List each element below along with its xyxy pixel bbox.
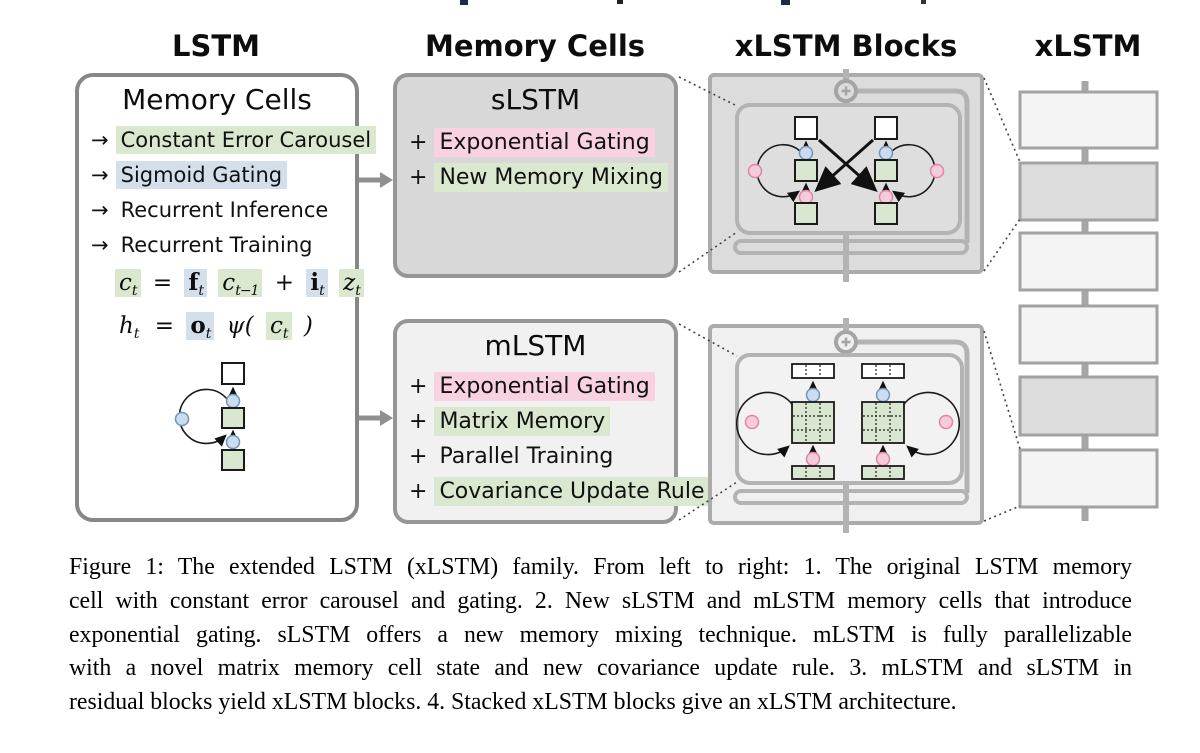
input-square: [794, 202, 818, 225]
input-vector: [791, 465, 835, 480]
input-vector: [861, 465, 905, 480]
caption-line: cell with constant error carousel and ga…: [69, 587, 1132, 614]
memory-mixing-arrow: [814, 138, 874, 192]
stack-block-slstm: [1018, 161, 1159, 222]
list-item: +New Memory Mixing: [409, 163, 674, 192]
gate-circle-pink: [805, 451, 821, 467]
cropped-text-remnant: [617, 0, 623, 4]
column-header-memory-cells: Memory Cells: [424, 29, 646, 63]
stack-block-mlstm: [1018, 304, 1159, 365]
output-square: [794, 116, 818, 140]
residual-loop-path: [733, 489, 969, 505]
matrix-memory-cell: [791, 401, 835, 444]
list-item: +Exponential Gating: [409, 128, 674, 157]
output-square: [874, 116, 898, 140]
plus-circle-icon: [834, 79, 858, 103]
plus-icon: +: [409, 130, 428, 155]
plus-icon: +: [409, 409, 428, 434]
gate-circle-pink: [747, 163, 763, 179]
arrow-right-icon: →: [91, 163, 109, 187]
mlstm-xlstm-block-diagram: [708, 318, 984, 533]
mlstm-cell-frame: [735, 353, 964, 485]
gate-circle-pink: [744, 414, 760, 430]
dotted-connectors: [678, 76, 1021, 522]
cropped-text-remnant: [781, 0, 790, 5]
gate-circle-blue: [878, 145, 894, 161]
gate-circle-pink: [875, 451, 891, 467]
slstm-panel: sLSTM +Exponential Gating +New Memory Mi…: [393, 73, 678, 278]
list-item: +Exponential Gating: [409, 372, 674, 401]
lstm-panel-title: Memory Cells: [122, 83, 312, 116]
plus-icon: +: [409, 479, 428, 504]
output-vector: [791, 363, 835, 379]
stack-block-mlstm: [1018, 231, 1159, 292]
cell-state-equation: ct = ft ct−1 + it zt: [115, 269, 368, 299]
slstm-feature-list: +Exponential Gating +New Memory Mixing: [409, 128, 674, 192]
gate-circle-blue: [798, 145, 814, 161]
plus-circle-icon: [834, 330, 858, 354]
list-item: +Matrix Memory: [409, 407, 674, 436]
residual-loop-path: [733, 239, 969, 255]
hidden-state-equation: ht = ot ψ( ct ): [119, 312, 313, 342]
plus-icon: +: [409, 444, 428, 469]
caption-line: exponential gating. sLSTM offers a new m…: [69, 621, 1132, 648]
caption-line: residual blocks yield xLSTM blocks. 4. S…: [69, 689, 957, 716]
memory-cell-square: [794, 159, 818, 182]
cropped-text-remnant: [460, 0, 468, 5]
list-item: →Constant Error Carousel: [91, 126, 377, 154]
column-header-lstm: LSTM: [171, 29, 261, 63]
output-vector: [861, 363, 905, 379]
mlstm-panel: mLSTM +Exponential Gating +Matrix Memory…: [393, 319, 710, 524]
stack-block-mlstm: [1018, 90, 1159, 150]
memory-mixing-arrow: [818, 138, 878, 192]
memory-cell-square: [874, 159, 898, 182]
column-header-xlstm-blocks: xLSTM Blocks: [734, 29, 958, 63]
arrow-right-icon: →: [91, 233, 109, 257]
list-item: →Recurrent Inference: [91, 198, 329, 222]
slstm-cell-frame: [735, 103, 962, 235]
lstm-memory-cell-panel: Memory Cells →Constant Error Carousel →S…: [75, 73, 377, 522]
stack-block-mlstm: [1018, 448, 1159, 509]
gate-circle-pink: [929, 163, 945, 179]
column-header-xlstm: xLSTM: [1034, 29, 1142, 63]
plus-icon: +: [409, 374, 428, 399]
gate-circle-pink: [938, 414, 954, 430]
arrow-right-icon: →: [91, 198, 109, 222]
arrow-right-icon: →: [91, 128, 109, 152]
matrix-memory-cell: [861, 401, 905, 444]
gate-circle-pink: [878, 189, 894, 205]
stack-block-slstm: [1018, 375, 1159, 437]
mlstm-feature-list: +Exponential Gating +Matrix Memory +Para…: [409, 372, 710, 506]
list-item: +Parallel Training: [409, 444, 614, 469]
mlstm-panel-title: mLSTM: [484, 329, 587, 362]
slstm-panel-title: sLSTM: [490, 83, 581, 116]
list-item: +Covariance Update Rule: [409, 477, 710, 506]
slstm-xlstm-block-diagram: [708, 69, 984, 282]
arrow-lstm-to-mlstm: [359, 410, 393, 426]
xlstm-stack: [1018, 81, 1159, 521]
caption-line: with a novel matrix memory cell state an…: [69, 655, 1132, 682]
caption-line: Figure 1: The extended LSTM (xLSTM) fami…: [69, 554, 1132, 580]
cropped-text-remnant: [921, 0, 926, 4]
gate-circle-pink: [798, 189, 814, 205]
lstm-equations: ct = ft ct−1 + it zt ht = ot ψ( ct ): [115, 269, 368, 355]
figure-caption: Figure 1: The extended LSTM (xLSTM) fami…: [69, 551, 1132, 720]
arrow-lstm-to-slstm: [359, 172, 393, 188]
gate-circle-blue: [875, 387, 891, 403]
list-item: →Sigmoid Gating: [91, 161, 355, 189]
lstm-feature-list: →Constant Error Carousel →Sigmoid Gating…: [91, 126, 377, 257]
list-item: →Recurrent Training: [91, 233, 313, 257]
gate-circle-blue: [805, 387, 821, 403]
input-square: [874, 202, 898, 225]
plus-icon: +: [409, 165, 428, 190]
